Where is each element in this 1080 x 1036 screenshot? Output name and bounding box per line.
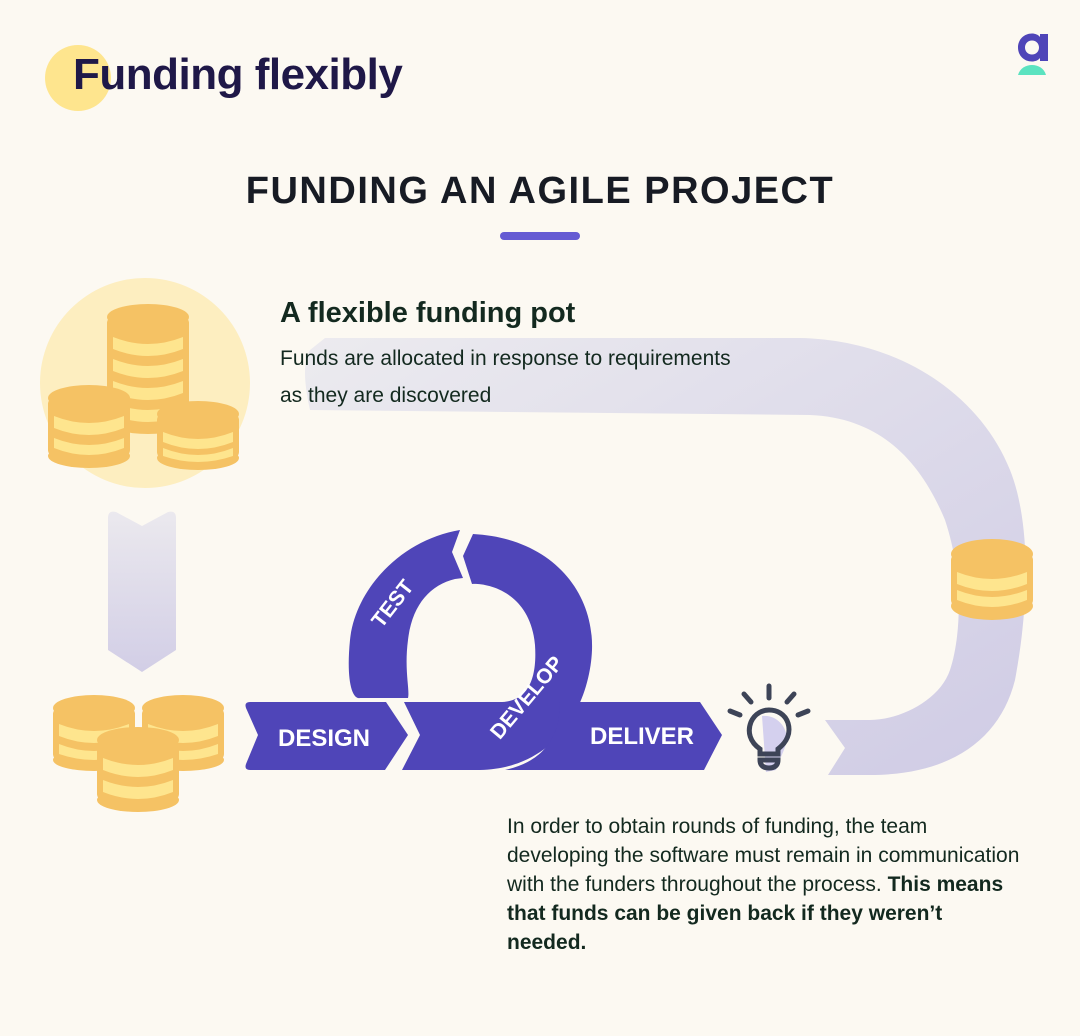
return-arrow-icon — [305, 338, 1026, 775]
explanation-text: In order to obtain rounds of funding, th… — [507, 812, 1027, 957]
coin-icon — [951, 539, 1033, 620]
pot-title: A flexible funding pot — [280, 297, 576, 329]
agile-cycle — [245, 530, 722, 770]
explanation-body: In order to obtain rounds of funding, th… — [507, 815, 1020, 896]
deliver-stage-label: DELIVER — [590, 723, 694, 750]
diagram-heading: FUNDING AN AGILE PROJECT — [245, 170, 835, 212]
design-stage-shape — [245, 702, 408, 770]
develop-stage-shape — [402, 534, 593, 770]
test-stage-shape — [348, 530, 463, 699]
logo-letter-icon — [1018, 33, 1048, 75]
heading-underline — [500, 232, 580, 240]
coin-stack-small-icon — [53, 695, 224, 812]
title-highlight-dot — [45, 45, 111, 111]
down-arrow-icon — [108, 511, 176, 672]
brand-logo[interactable] — [1010, 30, 1054, 76]
page-title: Funding flexibly — [73, 50, 403, 99]
coin-stack-large-icon — [48, 304, 239, 470]
pot-description: Funds are allocated in response to requi… — [280, 347, 731, 407]
design-stage-label: DESIGN — [278, 725, 370, 752]
explanation-emphasis: This means that funds can be given back … — [507, 873, 1004, 954]
deliver-stage-shape — [505, 702, 722, 770]
lightbulb-icon — [727, 683, 811, 772]
